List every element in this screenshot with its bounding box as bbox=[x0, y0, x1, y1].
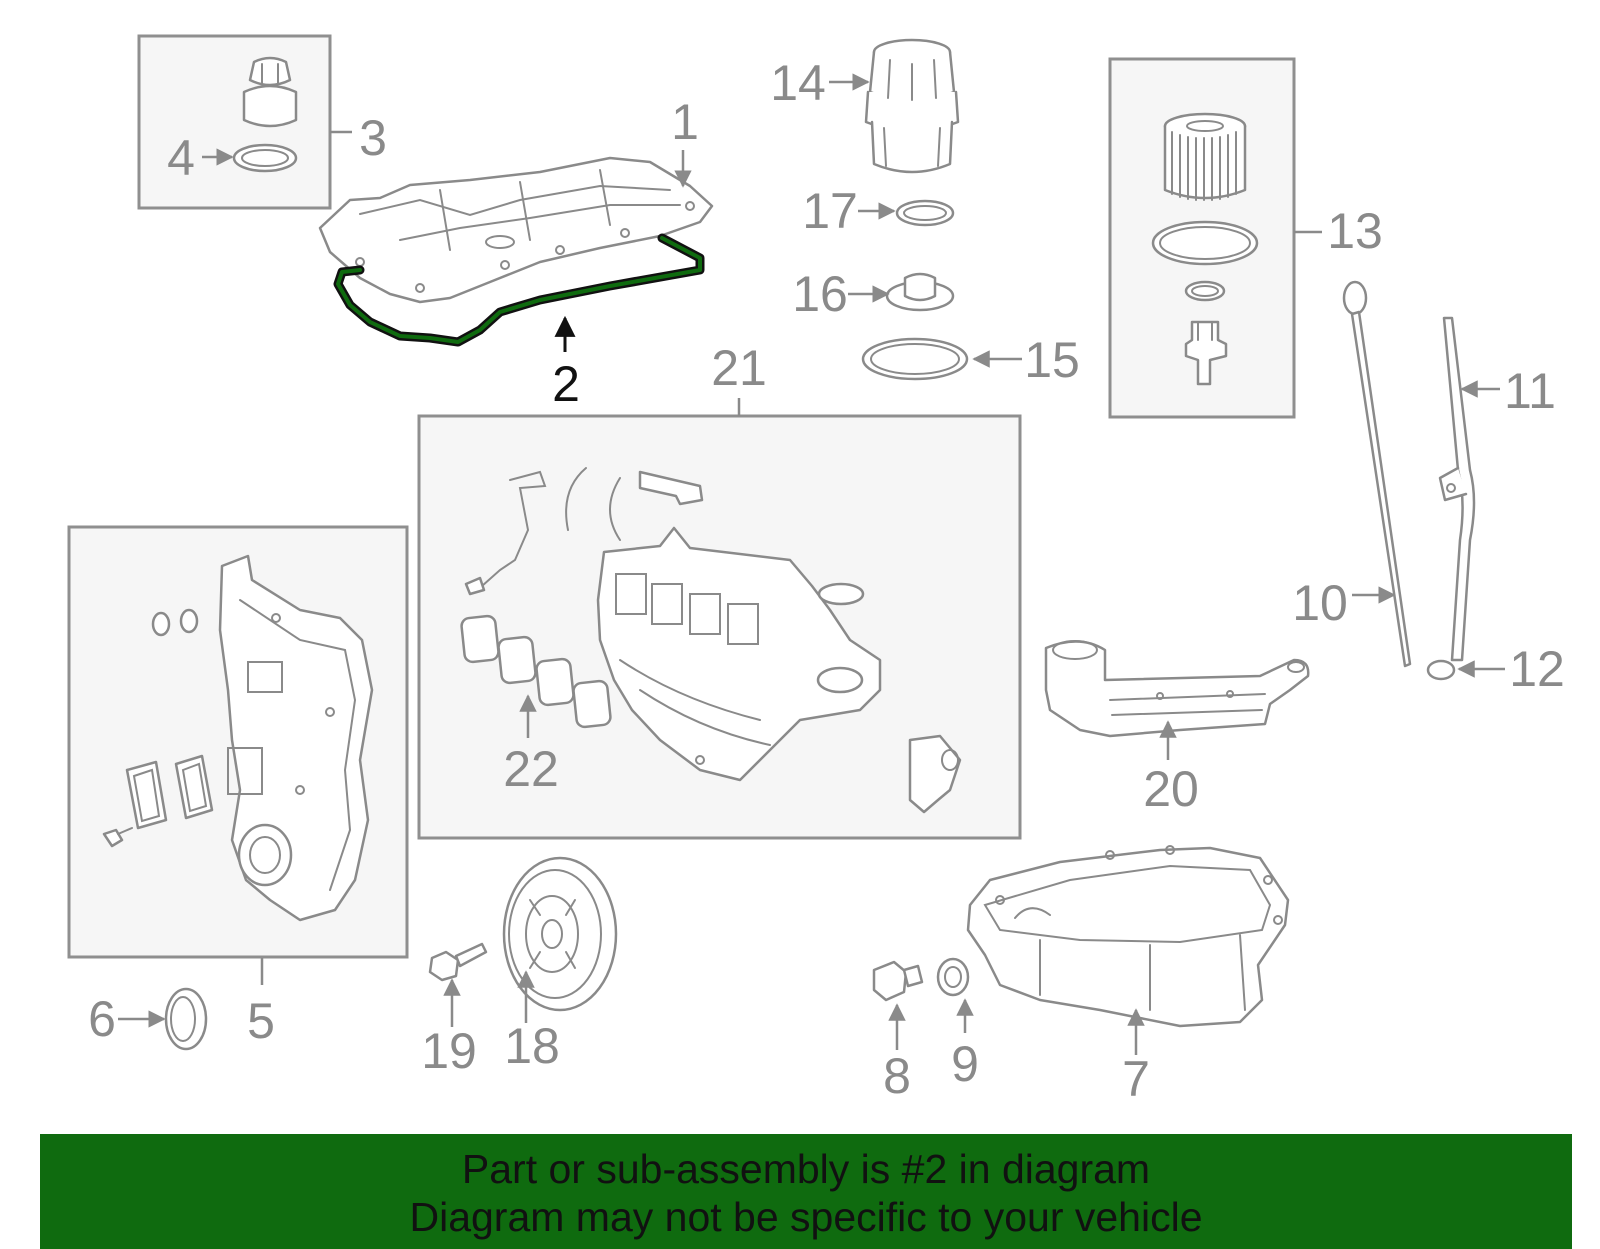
drain-washer bbox=[936, 957, 970, 997]
map-sensor bbox=[908, 734, 962, 814]
group-box-3 bbox=[137, 34, 332, 210]
oil-filter-element bbox=[1163, 112, 1247, 201]
callout-3: 3 bbox=[359, 110, 387, 166]
oil-pan bbox=[966, 845, 1290, 1028]
drain-plug-16 bbox=[885, 272, 955, 312]
oring-12 bbox=[1426, 659, 1456, 681]
callout-6: 6 bbox=[88, 991, 116, 1047]
oring-17 bbox=[895, 199, 955, 227]
timing-cover-seal-pair bbox=[151, 608, 199, 637]
dipstick bbox=[1342, 280, 1412, 668]
callout-20: 20 bbox=[1143, 761, 1199, 817]
banner-vehicle-disclaimer: Diagram may not be specific to your vehi… bbox=[409, 1194, 1203, 1240]
callout-5: 5 bbox=[247, 993, 275, 1049]
callout-21: 21 bbox=[711, 340, 767, 396]
callout-4: 4 bbox=[167, 130, 195, 186]
valve-cover bbox=[318, 156, 714, 304]
drain-bolt bbox=[872, 960, 924, 1002]
intake-gaskets-22 bbox=[460, 614, 612, 729]
oil-filler-cap bbox=[242, 56, 298, 128]
callout-7: 7 bbox=[1122, 1051, 1150, 1107]
filter-oring-large bbox=[1151, 220, 1259, 266]
callout-18: 18 bbox=[504, 1018, 560, 1074]
callout-15: 15 bbox=[1024, 332, 1080, 388]
pcv-hoses bbox=[464, 467, 704, 596]
callout-9: 9 bbox=[951, 1036, 979, 1092]
callout-17: 17 bbox=[802, 183, 858, 239]
timing-cover bbox=[218, 554, 374, 922]
dipstick-tube bbox=[1438, 316, 1476, 662]
callout-13: 13 bbox=[1327, 203, 1383, 259]
callout-8: 8 bbox=[883, 1048, 911, 1104]
crankshaft-pulley bbox=[502, 856, 618, 1012]
callout-16: 16 bbox=[792, 266, 848, 322]
oil-strainer bbox=[1044, 640, 1310, 738]
oring-15 bbox=[861, 337, 969, 381]
crank-seal bbox=[164, 987, 208, 1051]
pulley-bolt bbox=[428, 942, 488, 982]
callout-19: 19 bbox=[421, 1023, 477, 1079]
oil-filter-cap bbox=[864, 38, 960, 174]
callout-14: 14 bbox=[770, 55, 826, 111]
intake-manifold bbox=[596, 526, 882, 782]
callout-10: 10 bbox=[1292, 575, 1348, 631]
timing-cover-gaskets bbox=[102, 754, 214, 848]
callout-22: 22 bbox=[503, 741, 559, 797]
callout-2: 2 bbox=[552, 356, 580, 412]
filler-cap-gasket bbox=[232, 143, 298, 173]
callout-11: 11 bbox=[1504, 363, 1556, 419]
filter-drain-fitting bbox=[1184, 320, 1228, 386]
banner-part-note: Part or sub-assembly is #2 in diagram bbox=[461, 1146, 1151, 1192]
filter-oring-small bbox=[1184, 280, 1226, 302]
info-banner: Part or sub-assembly is #2 in diagram Di… bbox=[40, 1134, 1572, 1249]
manifold-oring bbox=[817, 582, 865, 606]
callout-12: 12 bbox=[1509, 641, 1565, 697]
callout-1: 1 bbox=[671, 94, 699, 150]
